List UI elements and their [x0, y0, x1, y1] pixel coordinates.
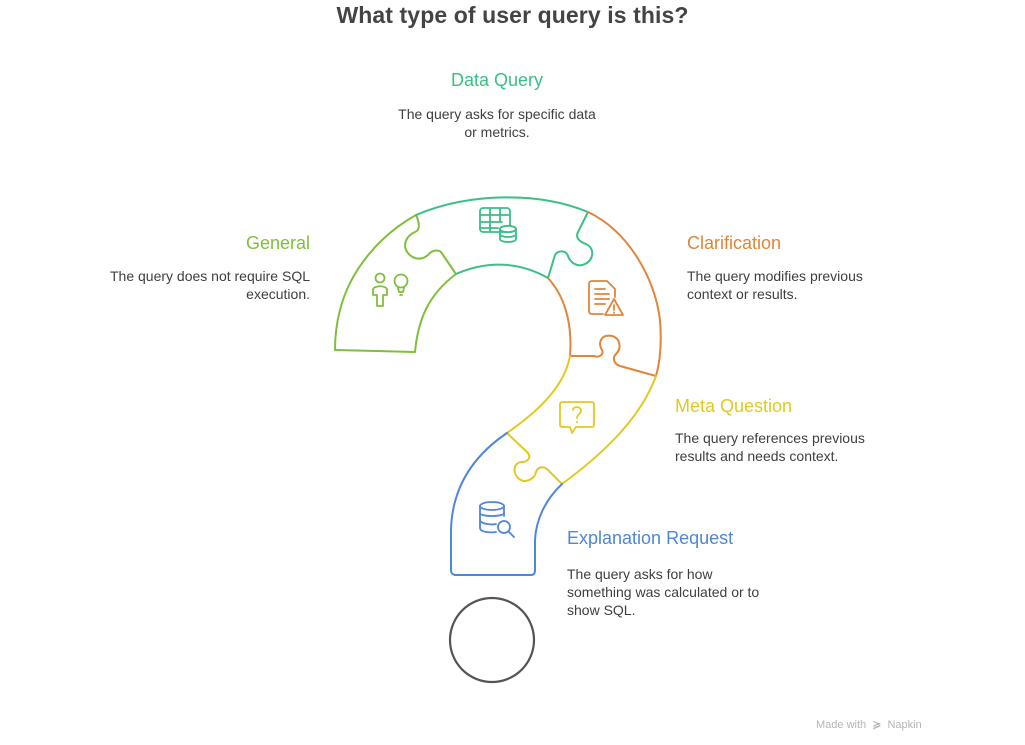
page-title: What type of user query is this?	[336, 2, 689, 28]
meta-question-heading: Meta Question	[675, 396, 793, 416]
made-with-label: Made with	[816, 719, 867, 731]
explanation-request-heading: Explanation Request	[567, 528, 734, 548]
person-lightbulb-icon	[372, 272, 409, 307]
meta-question-description: The query references previous results an…	[675, 430, 865, 464]
clarification-puzzle-piece	[547, 211, 662, 377]
database-search-icon	[479, 501, 515, 538]
napkin-logo-icon: ≽	[872, 719, 882, 731]
question-bubble-icon	[559, 401, 595, 434]
explanation-request-puzzle-piece	[450, 432, 563, 576]
general-puzzle-piece	[334, 214, 457, 353]
clarification-description: The query modifies previous context or r…	[687, 268, 863, 302]
general-heading: General	[245, 233, 310, 253]
general-description: The query does not require SQL execution…	[109, 268, 310, 302]
document-warning-icon	[588, 280, 624, 316]
explanation-request-description: The query asks for how something was cal…	[567, 566, 760, 618]
data-query-puzzle-piece	[415, 196, 594, 279]
clarification-heading: Clarification	[687, 233, 782, 253]
data-query-heading: Data Query	[450, 70, 544, 90]
made-with-napkin-footer: Made with ≽ Napkin	[816, 718, 922, 731]
napkin-brand-label: Napkin	[887, 719, 922, 731]
question-mark-dot	[448, 596, 536, 684]
data-query-description: The query asks for specific data or metr…	[398, 106, 596, 140]
table-database-icon	[479, 207, 517, 243]
meta-question-puzzle-piece	[506, 355, 657, 485]
